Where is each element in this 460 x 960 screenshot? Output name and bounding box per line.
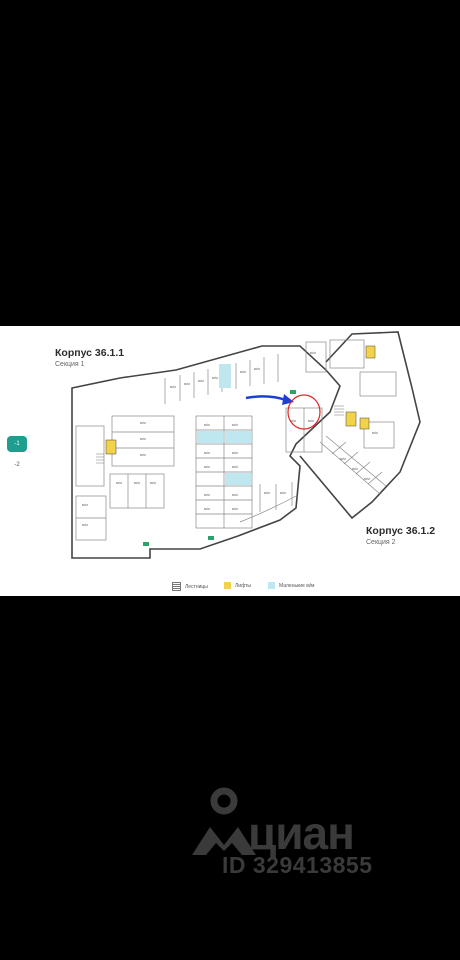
watermark-brand: циан [248,807,355,859]
svg-text:м/м: м/м [232,451,238,455]
svg-text:м/м: м/м [232,465,238,469]
svg-text:м/м: м/м [232,507,238,511]
svg-text:м/м: м/м [254,367,260,371]
svg-text:м/м: м/м [204,451,210,455]
svg-text:м/м: м/м [340,457,346,461]
location-pin-icon [192,787,256,855]
svg-text:м/м: м/м [116,481,122,485]
building-1-title: Корпус 36.1.1 [55,347,125,359]
svg-text:м/м: м/м [82,503,88,507]
svg-text:м/м: м/м [150,481,156,485]
floor-button-other[interactable]: -2 [7,457,27,473]
pointer-arrow-icon [245,394,294,405]
svg-text:м/м: м/м [372,431,378,435]
svg-text:м/м: м/м [82,523,88,527]
legend-small-label: Маленькие м/м [279,582,315,589]
svg-text:м/м: м/м [232,423,238,427]
lift-icon [224,582,231,589]
svg-text:м/м: м/м [140,437,146,441]
svg-text:м/м: м/м [184,382,190,386]
building-2-title: Корпус 36.1.2 [366,525,436,537]
svg-text:м/м: м/м [140,453,146,457]
svg-text:м/м: м/м [364,477,370,481]
building-2-section: Секция 2 [366,539,396,546]
svg-text:м/м: м/м [264,491,270,495]
legend-stairs-label: Лестницы [185,583,208,590]
svg-text:м/м: м/м [212,376,218,380]
svg-text:м/м: м/м [280,491,286,495]
svg-text:м/м: м/м [198,379,204,383]
small-spot-icon [268,582,275,589]
svg-text:м/м: м/м [140,421,146,425]
svg-text:м/м: м/м [204,507,210,511]
svg-text:м/м: м/м [290,419,296,423]
svg-text:м/м: м/м [352,467,358,471]
legend-lifts: Лифты [224,582,251,589]
floor-button-active[interactable]: -1 [7,436,27,452]
watermark-id: ID 329413855 [222,852,373,878]
highlight-circle [287,394,321,430]
legend-small: Маленькие м/м [268,582,314,589]
stairs-icon [172,582,181,591]
legend-stairs: Лестницы [172,582,208,591]
svg-text:м/м: м/м [308,419,314,423]
svg-text:м/м: м/м [204,493,210,497]
svg-text:м/м: м/м [134,481,140,485]
building-1-section: Секция 1 [55,361,85,368]
legend-lifts-label: Лифты [235,582,251,589]
svg-text:м/м: м/м [310,351,316,355]
svg-text:м/м: м/м [240,370,246,374]
svg-text:м/м: м/м [204,423,210,427]
svg-text:м/м: м/м [204,465,210,469]
svg-text:м/м: м/м [170,385,176,389]
svg-text:м/м: м/м [232,493,238,497]
